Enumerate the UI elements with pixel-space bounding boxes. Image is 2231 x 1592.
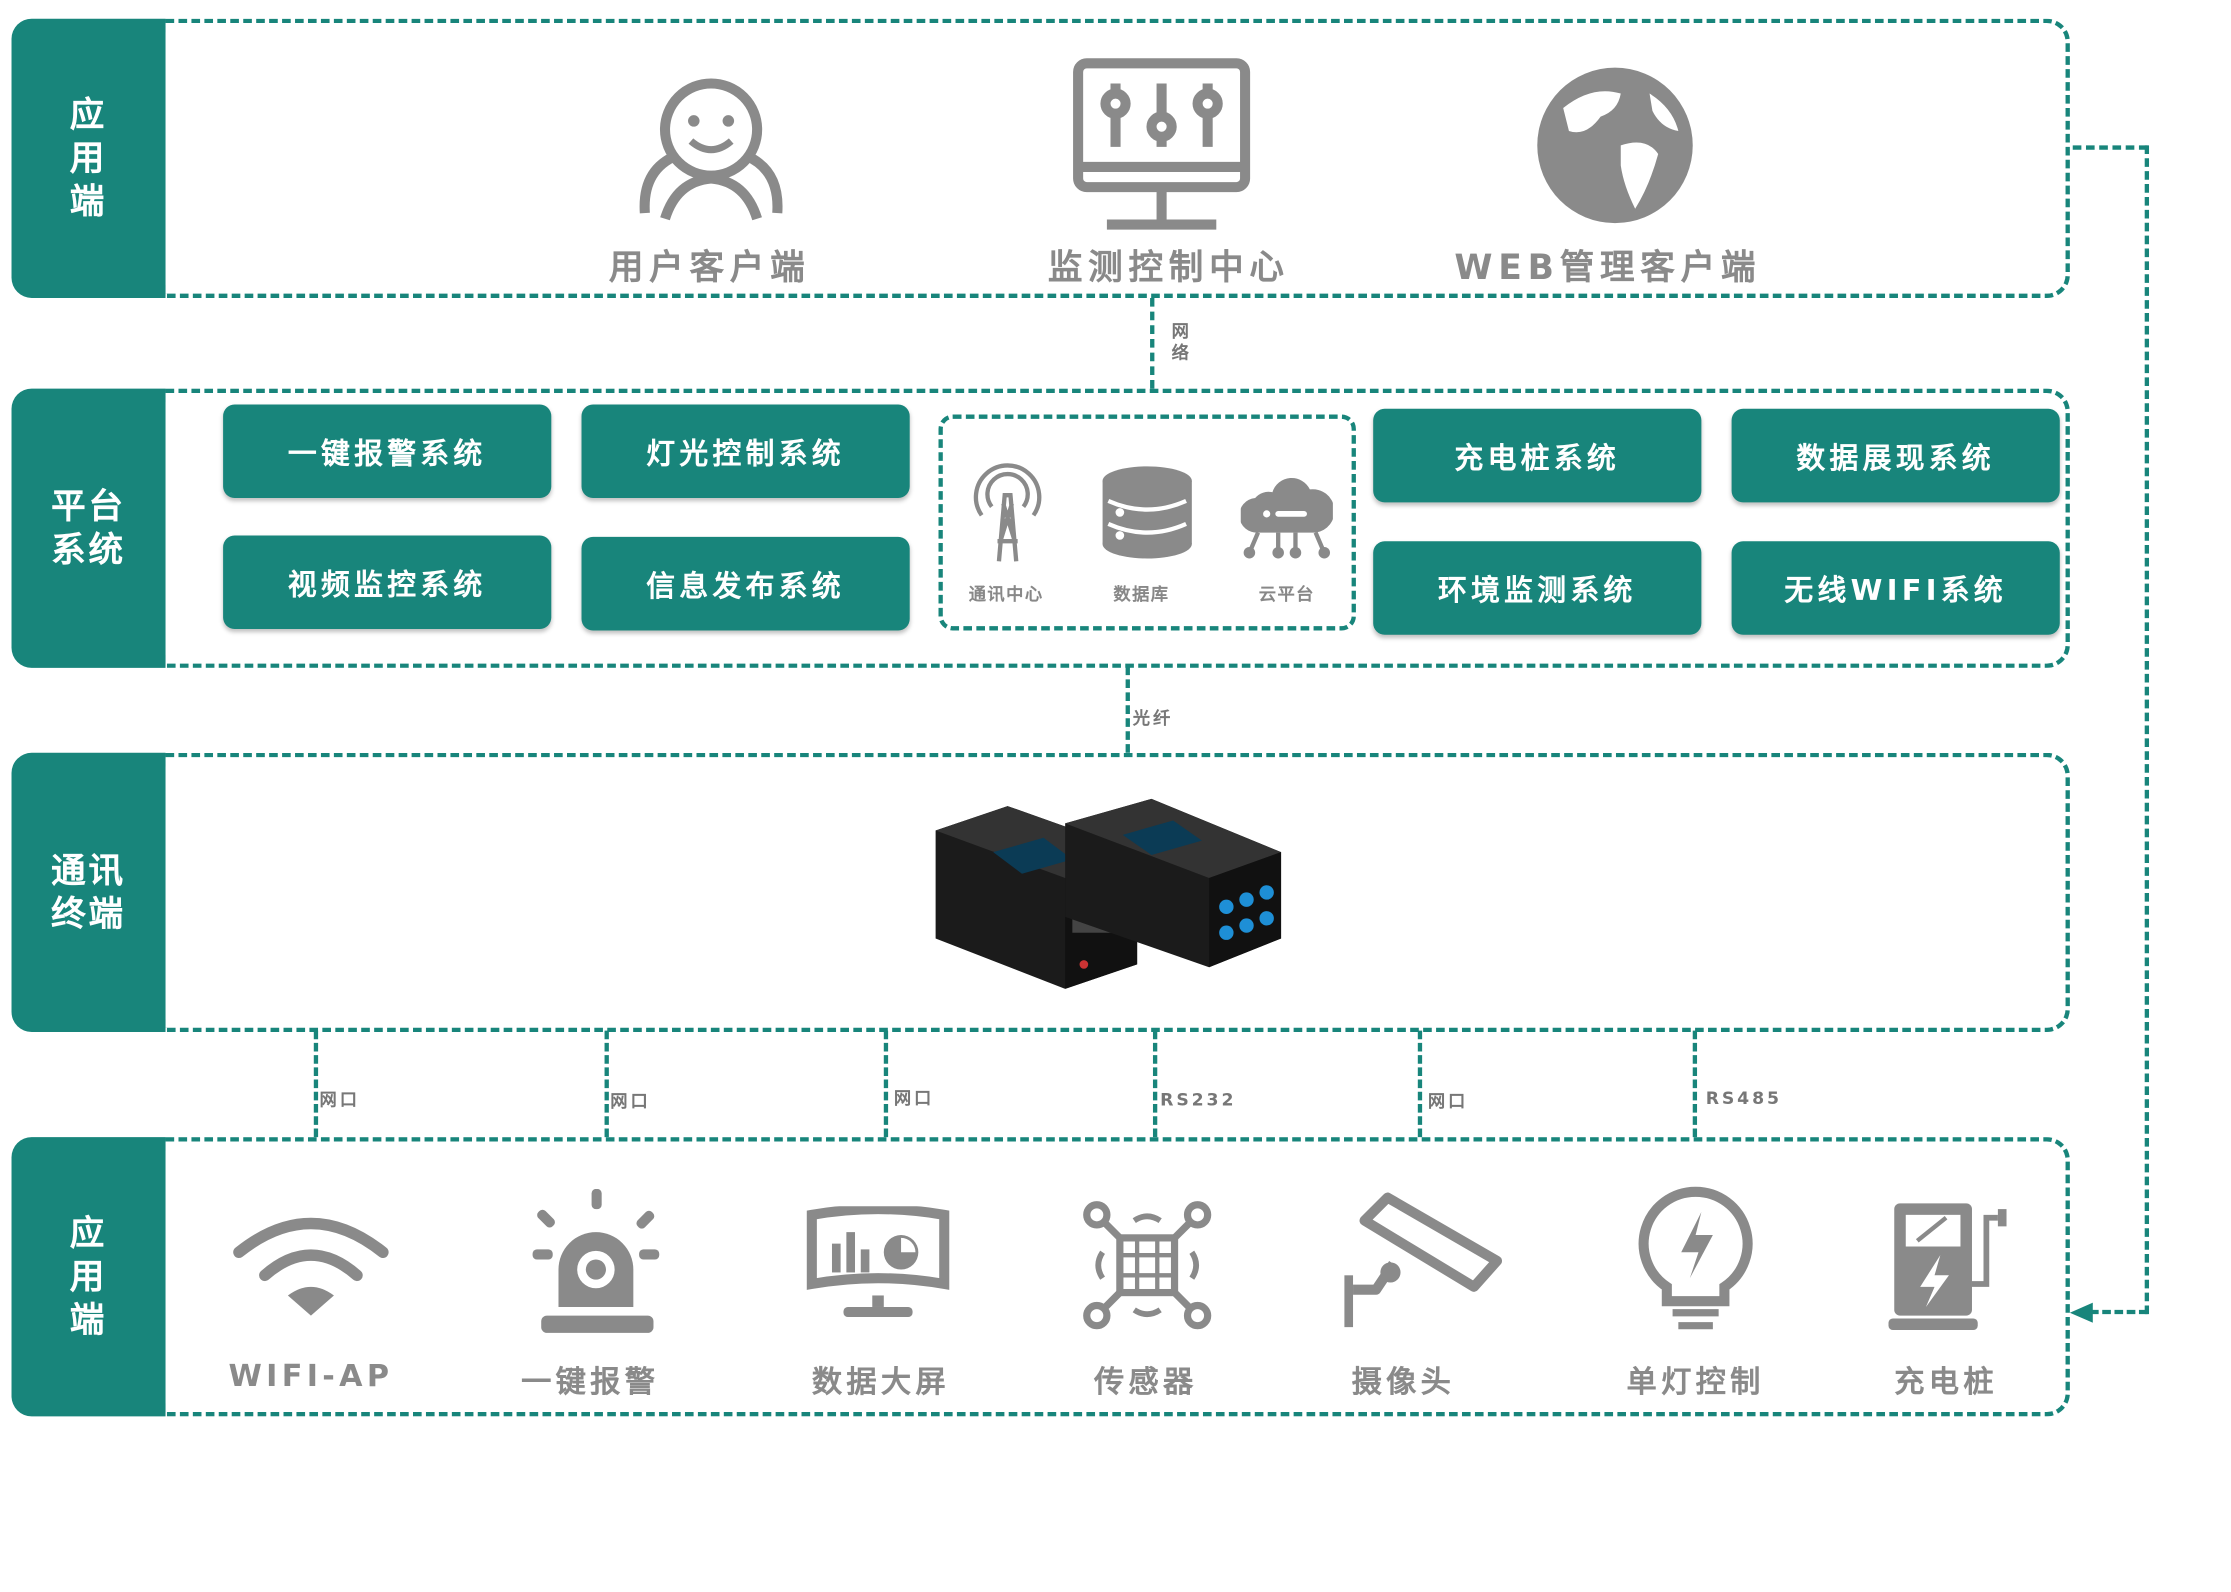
link-rs485: [1692, 1030, 1698, 1138]
label-cloud-platform: 云平台: [1258, 584, 1315, 605]
tier-label-application: 应 用 端: [11, 18, 166, 298]
system-data-display[interactable]: 数据展现系统: [1731, 408, 2060, 503]
sensor-icon: [1083, 1201, 1212, 1330]
label-web-client: WEB管理客户端: [1454, 247, 1762, 288]
label-single-light-control: 单灯控制: [1626, 1364, 1765, 1400]
link-network-label: 网 络: [1171, 320, 1192, 363]
tier-label-platform: 平台 系统: [11, 388, 166, 668]
system-charging-pile[interactable]: 充电桩系统: [1373, 408, 1702, 503]
label-wifi-ap: WIFI-AP: [228, 1358, 394, 1394]
tier-label-device: 应 用 端: [11, 1137, 166, 1417]
link-port-1-label: 网口: [319, 1089, 360, 1110]
tower-icon: [973, 463, 1042, 562]
link-port-5-label: 网口: [1427, 1091, 1469, 1112]
link-port-5: [1417, 1030, 1423, 1138]
wifi-icon: [233, 1217, 389, 1316]
communication-terminal-device-image: [935, 798, 1282, 989]
tier-box-application: [165, 18, 2070, 298]
label-monitor-center: 监测控制中心: [1047, 247, 1290, 288]
link-port-3-label: 网口: [893, 1088, 935, 1109]
link-port-3: [883, 1030, 889, 1138]
label-database: 数据库: [1113, 584, 1170, 605]
label-charging-pile: 充电桩: [1894, 1364, 1998, 1400]
system-lighting-control[interactable]: 灯光控制系统: [581, 404, 910, 499]
tier-box-device: [165, 1137, 2070, 1417]
label-comm-center: 通讯中心: [968, 584, 1044, 605]
globe-icon: [1537, 67, 1693, 224]
cloud-platform-icon: [1240, 478, 1333, 559]
user-client-icon: [639, 78, 783, 221]
system-wireless-wifi[interactable]: 无线WIFI系统: [1731, 541, 2060, 635]
alarm-icon: [532, 1188, 660, 1333]
loop-link-top: [2072, 145, 2148, 150]
label-user-client: 用户客户端: [608, 247, 811, 288]
loop-link-bottom: [2090, 1309, 2148, 1315]
system-video-monitoring[interactable]: 视频监控系统: [223, 535, 552, 630]
system-info-publish[interactable]: 信息发布系统: [581, 536, 910, 631]
label-one-key-alarm: 一键报警: [521, 1364, 660, 1400]
system-environment-monitoring[interactable]: 环境监测系统: [1373, 541, 1702, 635]
monitor-control-icon: [1073, 58, 1251, 230]
system-one-key-alarm[interactable]: 一键报警系统: [223, 404, 552, 499]
link-rs485-label: RS485: [1705, 1088, 1782, 1109]
tier-box-platform: [165, 388, 2070, 668]
link-network: [1150, 297, 1155, 389]
camera-icon: [1344, 1192, 1503, 1328]
tier-label-communication: 通讯 终端: [11, 752, 166, 1033]
link-port-2-label: 网口: [610, 1091, 651, 1112]
data-screen-icon: [806, 1206, 950, 1318]
light-bulb-icon: [1638, 1186, 1753, 1330]
tier-box-communication: [165, 752, 2070, 1033]
link-rs232: [1152, 1030, 1158, 1138]
core-services-box: [938, 414, 1356, 631]
link-port-2: [604, 1030, 609, 1138]
label-sensor: 传感器: [1093, 1364, 1198, 1400]
link-rs232-label: RS232: [1160, 1089, 1237, 1110]
link-fiber: [1125, 666, 1130, 753]
charging-pile-icon: [1888, 1203, 2007, 1331]
database-icon: [1102, 466, 1192, 559]
loop-link-vertical: [2144, 145, 2150, 1315]
label-camera: 摄像头: [1351, 1364, 1456, 1400]
arrow-left-icon: [2069, 1302, 2093, 1323]
link-fiber-label: 光纤: [1132, 708, 1174, 729]
label-data-screen: 数据大屏: [811, 1364, 951, 1400]
link-port-1: [313, 1030, 319, 1138]
